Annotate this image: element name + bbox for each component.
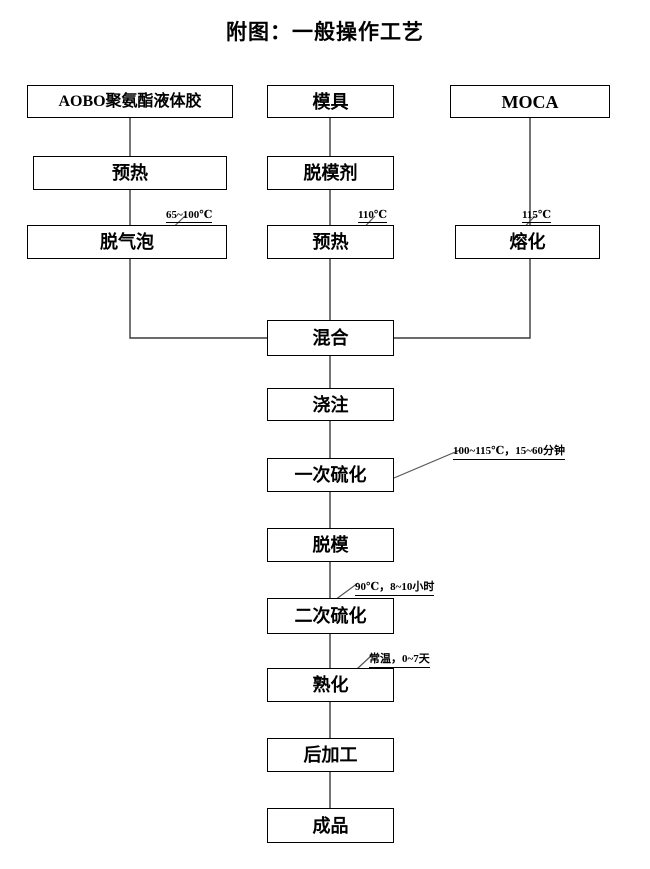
node-mix[interactable]: 混合: [267, 320, 394, 356]
annotation-second-cure-cond: 90℃，8~10小时: [355, 578, 435, 596]
annotation-first-cure-cond: 100~115℃，15~60分钟: [453, 442, 566, 460]
wire-degas-to-mix: [129, 259, 267, 339]
page-title: 附图：一般操作工艺: [226, 20, 424, 44]
node-glue[interactable]: AOBO聚氨酯液体胶: [27, 85, 233, 118]
node-maturation[interactable]: 熟化: [267, 668, 394, 702]
node-degas[interactable]: 脱气泡: [27, 225, 227, 259]
wire-melt-to-mix: [394, 259, 531, 339]
node-finished[interactable]: 成品: [267, 808, 394, 843]
annotation-preheat-mold-temp: 110℃: [358, 209, 388, 223]
node-moca[interactable]: MOCA: [450, 85, 610, 118]
node-post-process[interactable]: 后加工: [267, 738, 394, 772]
annotation-degas-temp: 65~100℃: [166, 209, 213, 223]
annotation-melt-temp: 115℃: [522, 209, 552, 223]
node-pour[interactable]: 浇注: [267, 388, 394, 421]
node-melt[interactable]: 熔化: [455, 225, 600, 259]
node-second-cure[interactable]: 二次硫化: [267, 598, 394, 634]
node-preheat-mold[interactable]: 预热: [267, 225, 394, 259]
node-release-agent[interactable]: 脱模剂: [267, 156, 394, 190]
node-demold[interactable]: 脱模: [267, 528, 394, 562]
node-preheat-glue[interactable]: 预热: [33, 156, 227, 190]
annotation-maturation-cond: 常温，0~7天: [369, 650, 430, 668]
node-mold[interactable]: 模具: [267, 85, 394, 118]
node-first-cure[interactable]: 一次硫化: [267, 458, 394, 492]
leader-firstcure-cond: [393, 449, 461, 479]
